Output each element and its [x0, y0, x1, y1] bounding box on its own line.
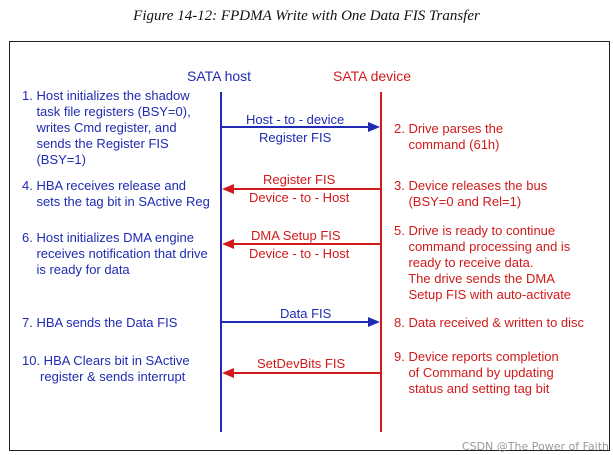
- message-5-label: SetDevBits FIS: [257, 356, 346, 371]
- message-4-label: Data FIS: [280, 306, 332, 321]
- figure-caption: Figure 14-12: FPDMA Write with One Data …: [133, 8, 480, 24]
- message-3-label-bottom: Device - to - Host: [249, 246, 350, 261]
- register-fis-d2h-arrow: [222, 184, 380, 194]
- device-step-3: 3. Device releases the bus (BSY=0 and Re…: [394, 178, 548, 209]
- message-2-label-bottom: Device - to - Host: [249, 190, 350, 205]
- host-step-4: 4. HBA receives release and sets the tag…: [22, 178, 210, 209]
- host-step-10: 10. HBA Clears bit in SActive register &…: [22, 353, 190, 384]
- message-2-label-top: Register FIS: [263, 172, 336, 187]
- host-step-6: 6. Host initializes DMA engine receives …: [22, 230, 208, 277]
- device-step-8: 8. Data received & written to disc: [394, 315, 585, 330]
- device-column-title: SATA device: [333, 68, 412, 84]
- sequence-diagram: SATA host SATA device 1. Host initialize…: [9, 41, 610, 451]
- host-column-title: SATA host: [187, 68, 252, 84]
- message-1-label-top: Host - to - device: [246, 112, 345, 127]
- message-1-label-bottom: Register FIS: [259, 130, 332, 145]
- setdevbits-fis-arrow: [222, 368, 380, 378]
- host-lifeline: [220, 92, 222, 432]
- device-step-2: 2. Drive parses the command (61h): [394, 121, 504, 152]
- message-3-label-top: DMA Setup FIS: [251, 228, 341, 243]
- data-fis-arrow: [222, 317, 380, 327]
- host-step-7: 7. HBA sends the Data FIS: [22, 315, 178, 330]
- device-step-5: 5. Drive is ready to continue command pr…: [394, 223, 572, 302]
- dma-setup-fis-arrow: [222, 239, 380, 249]
- device-lifeline: [380, 92, 382, 432]
- watermark: CSDN @The Power of Faith: [461, 440, 609, 453]
- register-fis-h2d-arrow: [222, 122, 380, 132]
- device-step-9: 9. Device reports completion of Command …: [394, 349, 559, 396]
- host-step-1: 1. Host initializes the shadow task file…: [22, 88, 191, 167]
